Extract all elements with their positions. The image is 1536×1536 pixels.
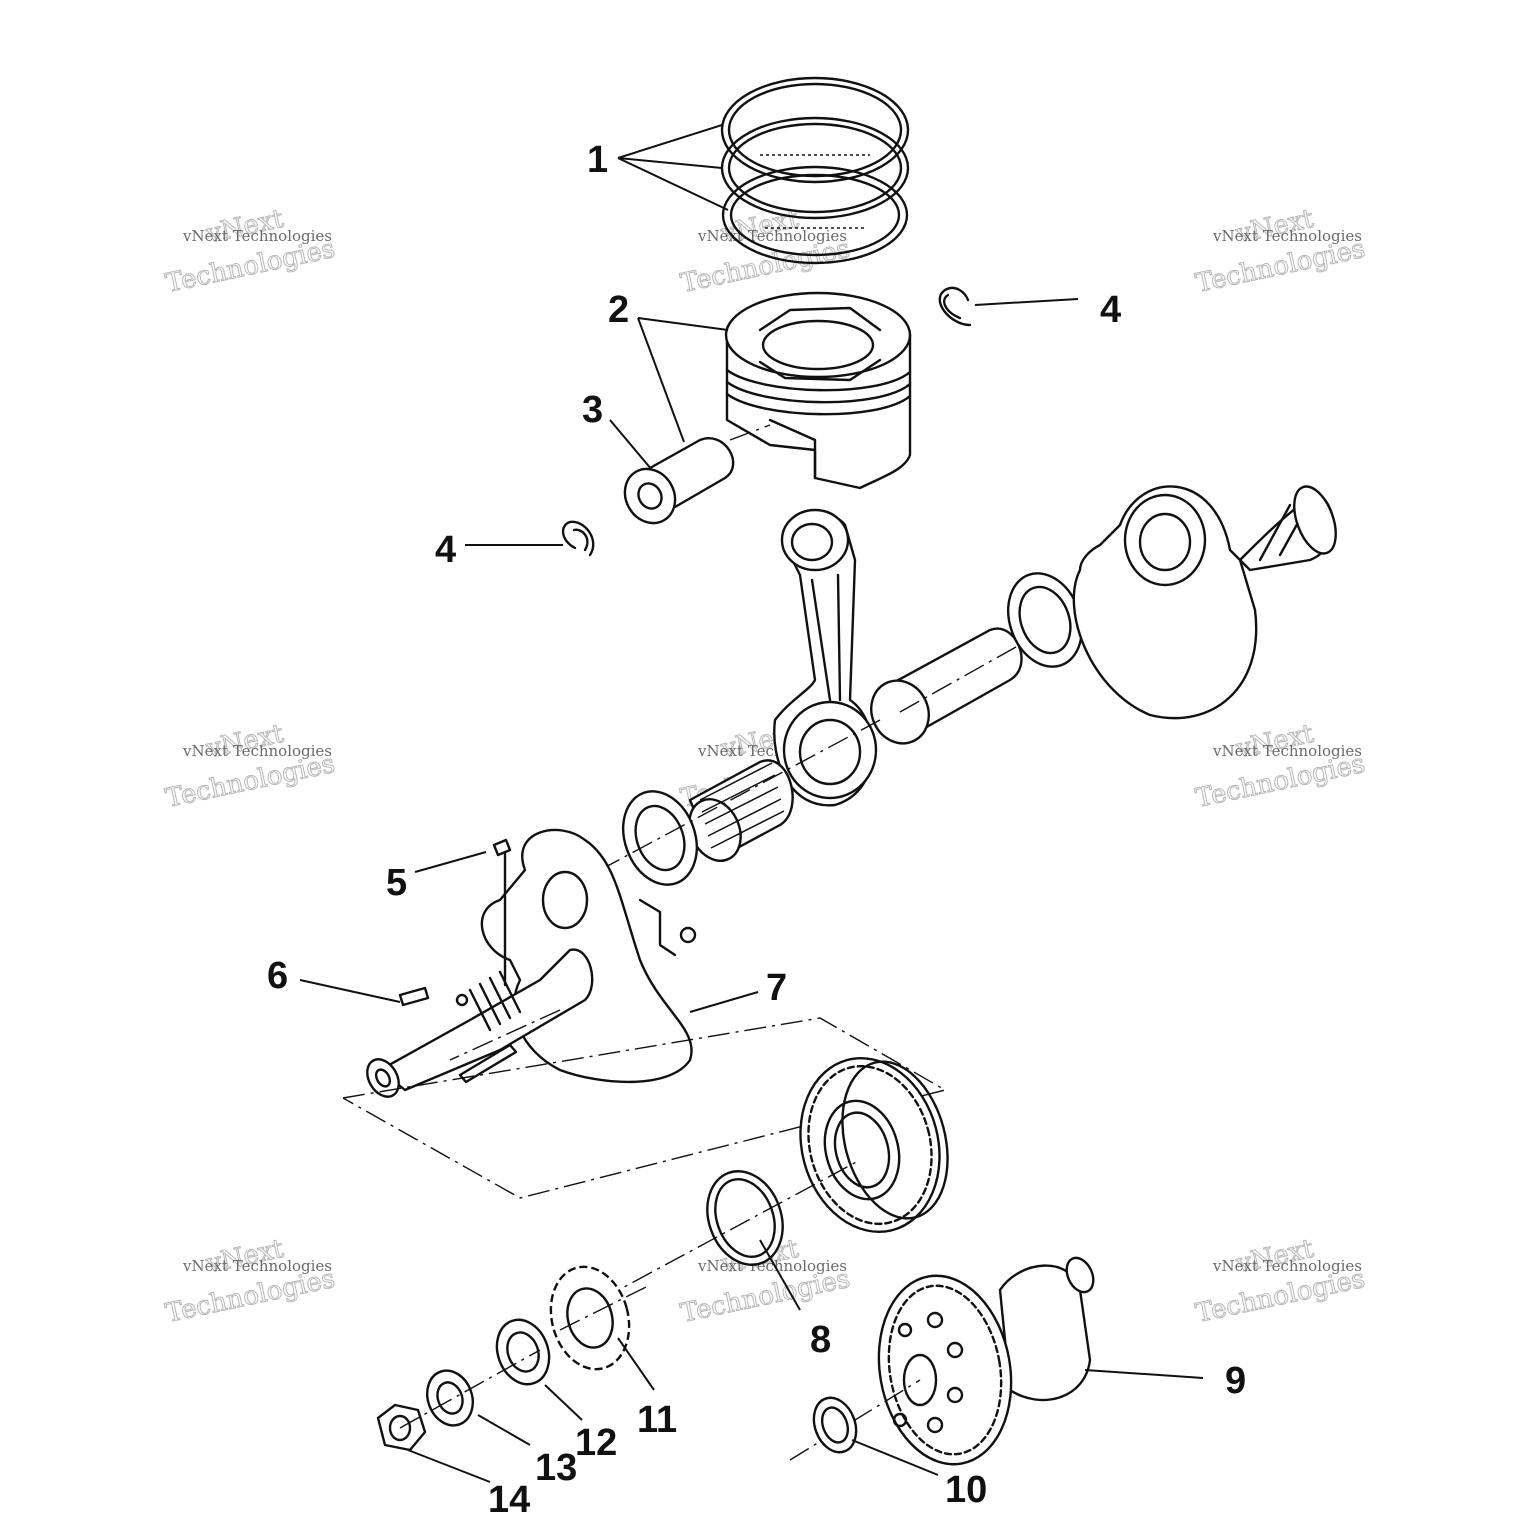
callout-2: 2 (608, 289, 629, 331)
thrust-washer-lower (599, 719, 881, 886)
watermark-line: vNext Technologies (182, 1257, 332, 1275)
connecting-rod (773, 508, 878, 807)
hex-nut (376, 1349, 541, 1452)
callout-4-upper: 4 (1100, 289, 1121, 331)
callout-12: 12 (575, 1422, 617, 1464)
nut-washer (426, 1369, 474, 1427)
crankshaft-half-left (366, 828, 697, 1098)
callout-14: 14 (488, 1479, 530, 1521)
watermark-line: vNext Technologies (1212, 742, 1362, 760)
watermark-line: vNext Technologies (1212, 227, 1362, 245)
woodruff-key (492, 838, 512, 857)
balancer-washer (812, 1396, 858, 1454)
watermark-line: vNext Technologies (1212, 1257, 1362, 1275)
callout-8: 8 (810, 1319, 831, 1361)
crankshaft-half-right (1072, 485, 1337, 720)
piston-rings (720, 76, 910, 265)
callout-1: 1 (587, 139, 608, 181)
callout-13: 13 (535, 1447, 577, 1489)
callout-10: 10 (945, 1469, 987, 1511)
callout-5: 5 (386, 862, 407, 904)
callout-9: 9 (1225, 1360, 1246, 1402)
watermark-line: vNext Technologies (697, 227, 847, 245)
callout-7: 7 (766, 967, 787, 1009)
callout-3: 3 (582, 389, 603, 431)
piston (724, 291, 912, 490)
crank-pin (870, 554, 1181, 745)
watermark-line: vNext Technologies (697, 1257, 847, 1275)
timing-sprocket (549, 1265, 651, 1371)
callout-4-lower: 4 (435, 529, 456, 571)
leader-lines (299, 124, 1204, 1483)
crank-nut (495, 1318, 551, 1386)
circlip-lower (561, 520, 595, 557)
balancer-shaft (998, 1256, 1095, 1402)
key (398, 986, 430, 1007)
balancer-gear (789, 1274, 1013, 1466)
watermark-line: vNext Technologies (182, 742, 332, 760)
piston-pin (623, 424, 771, 525)
callout-11: 11 (637, 1399, 677, 1441)
circlip-upper (938, 286, 972, 327)
gear-washer (599, 1159, 861, 1301)
callout-6: 6 (267, 955, 288, 997)
drive-gear (799, 1056, 949, 1234)
watermark-line: vNext Technologies (182, 227, 332, 245)
